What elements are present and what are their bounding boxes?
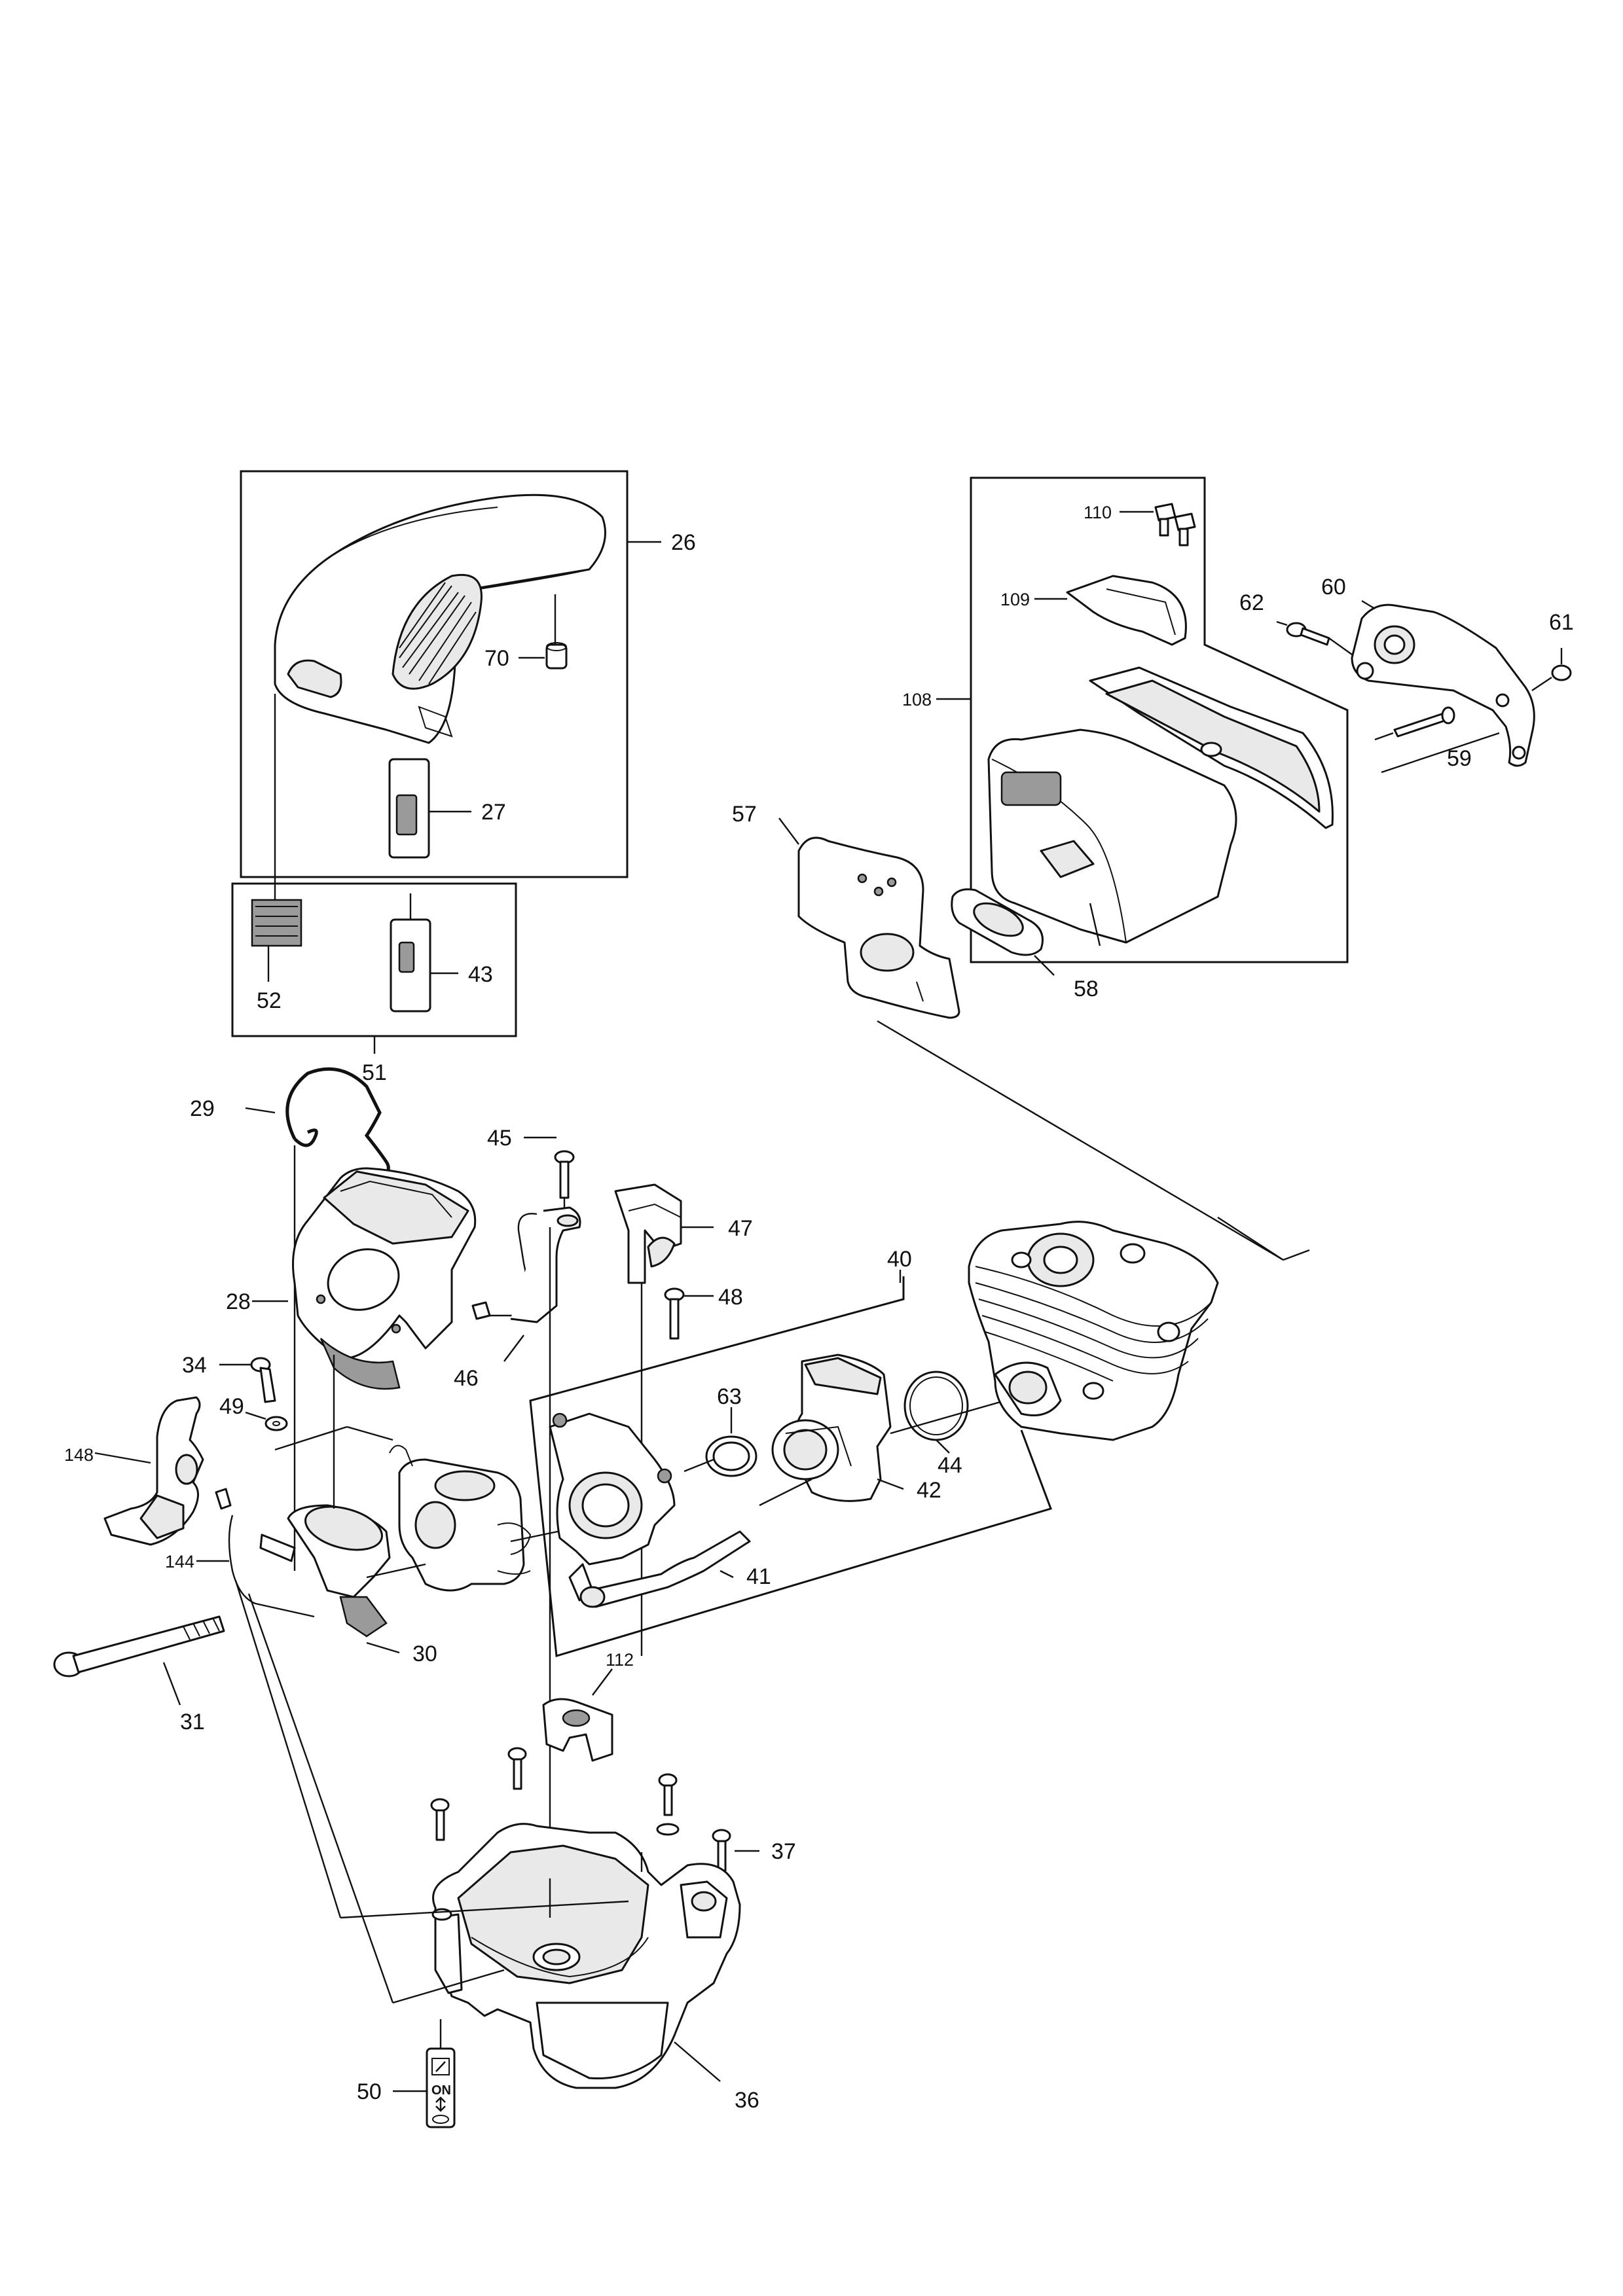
callout-27: 27 — [481, 800, 506, 825]
group-box-40 — [529, 1276, 1052, 1657]
callout-61: 61 — [1549, 610, 1574, 635]
screw-48 — [664, 1287, 714, 1340]
nut-70 — [545, 642, 568, 670]
screw-62 — [1276, 620, 1330, 646]
callout-43: 43 — [468, 962, 493, 987]
screw-left — [430, 1798, 450, 1841]
impulse-hose-41 — [579, 1530, 751, 1608]
callout-148: 148 — [64, 1445, 94, 1465]
group-box-26 — [240, 470, 661, 878]
callout-70: 70 — [484, 646, 509, 671]
screw-61 — [1531, 648, 1572, 691]
screws-110 — [1154, 503, 1196, 547]
switch-on-text: ON — [431, 2083, 451, 2098]
callout-29: 29 — [190, 1096, 215, 1121]
callout-57: 57 — [732, 802, 757, 827]
muffler-cover — [1089, 666, 1334, 829]
callout-108: 108 — [902, 690, 932, 709]
callout-62: 62 — [1239, 590, 1264, 615]
callout-labels: 26 70 27 52 43 51 110 109 108 62 60 61 5… — [64, 503, 1574, 2113]
callout-41: 41 — [746, 1564, 771, 1589]
callout-36: 36 — [735, 2088, 759, 2113]
wire-144 — [228, 1515, 315, 1618]
screw-top-center — [507, 1747, 527, 1790]
ring-63 — [705, 1407, 757, 1477]
shield-plate-57 — [797, 836, 960, 1019]
screw-37 — [712, 1829, 759, 1872]
callout-46: 46 — [454, 1366, 479, 1391]
callout-112: 112 — [606, 1650, 634, 1670]
callout-144: 144 — [165, 1552, 194, 1571]
callout-59: 59 — [1447, 746, 1472, 771]
heat-shield-109 — [1066, 575, 1187, 646]
top-cover-part — [274, 493, 606, 744]
washer-49 — [245, 1411, 288, 1431]
callout-47: 47 — [728, 1216, 753, 1241]
cylinder — [968, 1221, 1219, 1441]
gasket-58 — [951, 888, 1044, 956]
screw-34 — [219, 1357, 276, 1403]
group-box-51 — [231, 882, 517, 1054]
callout-31: 31 — [180, 1710, 205, 1734]
callout-60: 60 — [1321, 575, 1346, 600]
crankcase-36 — [431, 1823, 741, 2089]
callout-51: 51 — [362, 1060, 387, 1085]
callout-109: 109 — [1000, 590, 1030, 609]
callout-40: 40 — [887, 1247, 912, 1272]
bolt-59 — [1374, 706, 1500, 774]
label-plate-27 — [388, 758, 430, 859]
screw-right-a — [656, 1773, 680, 1836]
callout-37: 37 — [771, 1839, 796, 1864]
callout-45: 45 — [487, 1126, 512, 1151]
label-plate-43 — [390, 893, 431, 1013]
intake-manifold — [549, 1412, 676, 1602]
intake-boot-42 — [771, 1354, 892, 1502]
ground-wire-46 — [471, 1206, 581, 1323]
bracket-112 — [542, 1668, 613, 1762]
callout-44: 44 — [938, 1453, 962, 1478]
wire-spring-29 — [285, 1067, 390, 1182]
filter-52 — [251, 899, 302, 947]
muffler-body — [987, 728, 1237, 944]
air-box-28 — [292, 1167, 477, 1390]
callout-42: 42 — [917, 1478, 941, 1503]
callout-30: 30 — [412, 1641, 437, 1666]
callout-52: 52 — [257, 988, 282, 1013]
bolt-31 — [53, 1615, 225, 1706]
stop-switch-50: ON — [426, 2019, 456, 2128]
bracket-47 — [614, 1183, 682, 1284]
callout-26: 26 — [671, 530, 696, 555]
callout-34: 34 — [182, 1353, 207, 1378]
callout-48: 48 — [718, 1285, 743, 1310]
callout-50: 50 — [357, 2079, 382, 2104]
callout-58: 58 — [1074, 977, 1099, 1001]
clip-44 — [903, 1371, 969, 1441]
callout-49: 49 — [219, 1394, 244, 1419]
group-box-108 — [936, 476, 1349, 963]
callout-110: 110 — [1084, 503, 1112, 522]
adapter-30 — [215, 1488, 391, 1638]
carburetor — [389, 1444, 532, 1592]
bracket-60 — [1328, 600, 1535, 767]
callout-63: 63 — [717, 1384, 742, 1409]
callout-28: 28 — [226, 1289, 251, 1314]
throttle-lever-148 — [103, 1396, 204, 1546]
